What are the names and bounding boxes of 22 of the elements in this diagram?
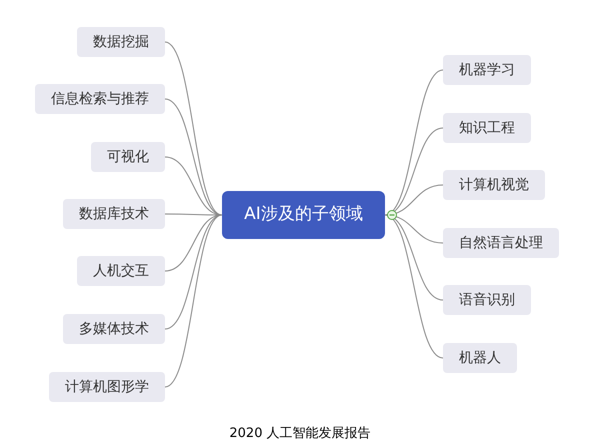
topic-box: 语音识别 — [443, 285, 531, 315]
topic-box: 自然语言处理 — [443, 228, 559, 258]
topic-box: 机器学习 — [443, 55, 531, 85]
topic-box: 计算机图形学 — [49, 372, 165, 402]
topic-box: 数据挖掘 — [77, 27, 165, 57]
connector-line — [164, 42, 222, 216]
topic-box: 多媒体技术 — [63, 314, 165, 344]
topic-box: 人机交互 — [77, 256, 165, 286]
connector-line — [164, 214, 222, 272]
connector-line — [164, 214, 222, 388]
connector-line — [384, 70, 444, 216]
topic-box: 可视化 — [91, 142, 165, 172]
topic-box: 知识工程 — [443, 113, 531, 143]
connector-line — [384, 214, 444, 358]
connector-line — [164, 98, 222, 216]
caption: 2020 人工智能发展报告 — [228, 425, 372, 443]
topic-box: 数据库技术 — [63, 199, 165, 229]
connector-line — [164, 214, 222, 330]
central-topic-box: AI涉及的子领域 — [222, 191, 385, 239]
topic-box: 信息检索与推荐 — [35, 84, 165, 114]
topic-box: 机器人 — [443, 343, 517, 373]
topic-box: 计算机视觉 — [443, 170, 545, 200]
